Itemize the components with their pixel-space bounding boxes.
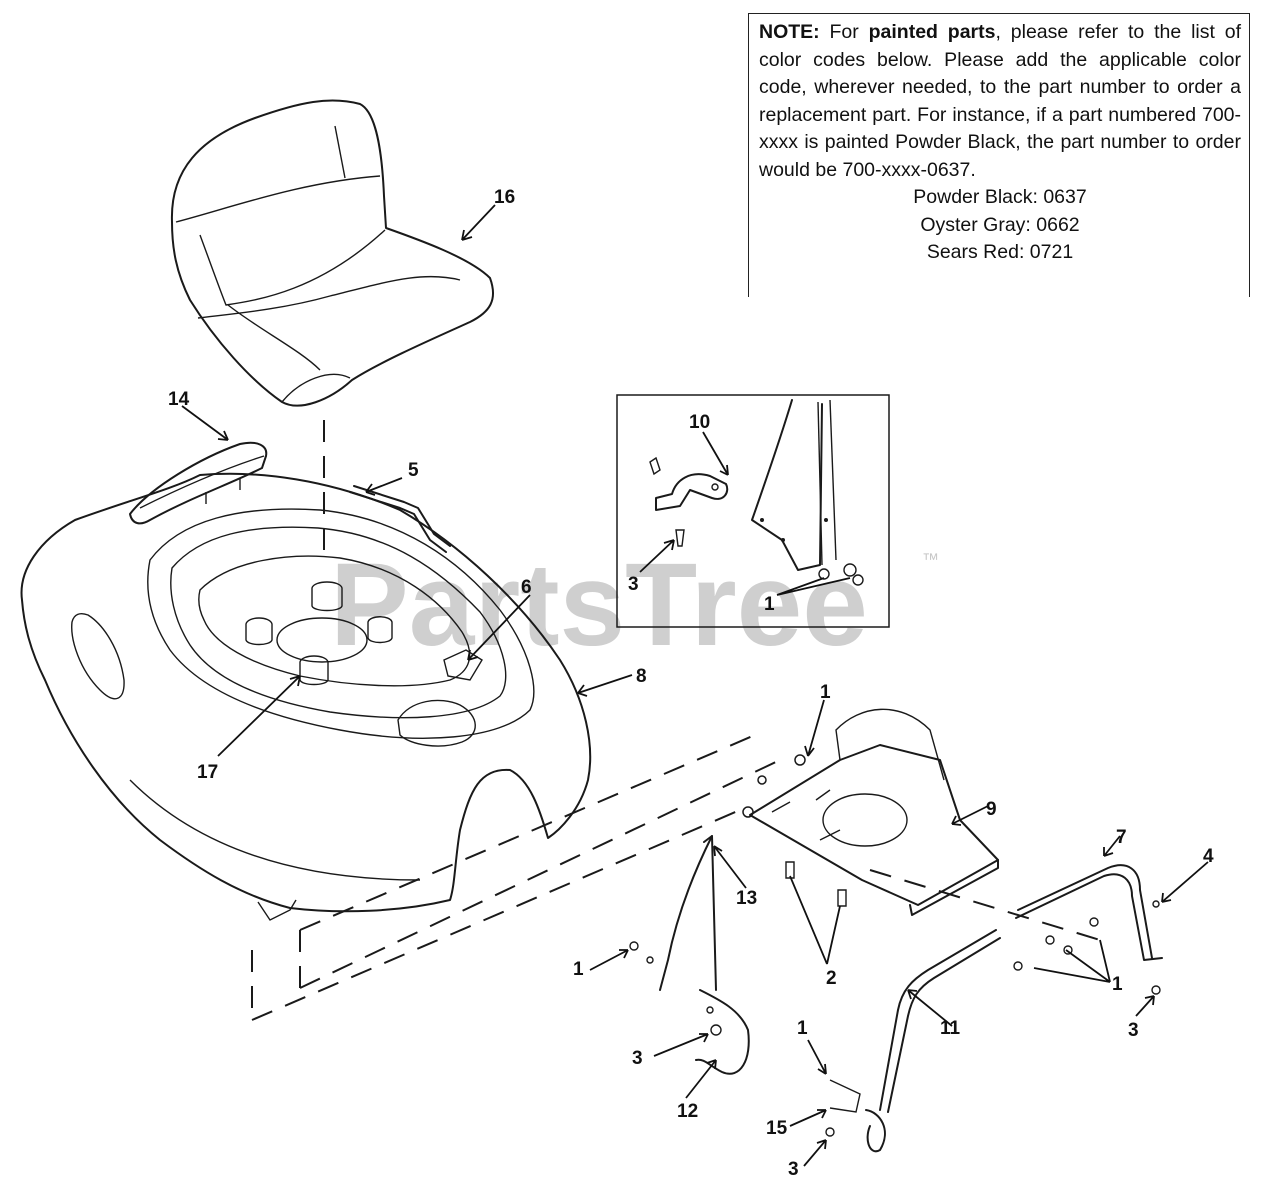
callout-15: 15 bbox=[766, 1118, 788, 1139]
callout-12: 12 bbox=[677, 1101, 698, 1122]
callout-8: 8 bbox=[636, 666, 647, 687]
painted-parts-note: NOTE: For painted parts, please refer to… bbox=[748, 13, 1250, 297]
color-code-sears-red: Sears Red: 0721 bbox=[926, 241, 1074, 263]
note-paragraph: NOTE: For painted parts, please refer to… bbox=[759, 19, 1241, 184]
callout-4: 4 bbox=[1203, 846, 1214, 867]
color-code-oyster-gray: Oyster Gray: 0662 bbox=[920, 213, 1080, 236]
cover-drawing bbox=[129, 441, 268, 525]
rod-drawing bbox=[349, 485, 451, 553]
callout-14: 14 bbox=[168, 389, 190, 410]
callout-3-left: 3 bbox=[632, 1048, 643, 1069]
callout-3-inset: 3 bbox=[628, 574, 639, 595]
callout-1-left: 1 bbox=[573, 959, 584, 980]
callout-1-plate: 1 bbox=[820, 682, 831, 703]
color-code-powder-black: Powder Black: 0637 bbox=[913, 186, 1087, 208]
body-panel-drawing bbox=[20, 472, 592, 921]
watermark-trademark: ™ bbox=[922, 550, 939, 569]
note-label: NOTE: bbox=[759, 21, 820, 43]
callout-11: 11 bbox=[940, 1018, 961, 1039]
callout-2: 2 bbox=[826, 968, 837, 989]
note-emphasis: painted parts bbox=[868, 21, 996, 43]
callout-17: 17 bbox=[197, 762, 218, 783]
callout-5: 5 bbox=[408, 460, 419, 481]
callout-1-handle: 1 bbox=[1112, 974, 1123, 995]
callout-9: 9 bbox=[986, 799, 997, 820]
callout-10: 10 bbox=[689, 412, 710, 433]
callout-3-handle: 3 bbox=[1128, 1020, 1139, 1041]
seat-drawing bbox=[170, 99, 495, 407]
callout-13: 13 bbox=[736, 888, 757, 909]
leader-arrows bbox=[181, 204, 1209, 1167]
inset-frame bbox=[616, 394, 890, 628]
assembly-line bbox=[299, 759, 781, 989]
assembly-line bbox=[299, 734, 756, 931]
watermark-brand: PartsTree bbox=[330, 539, 868, 671]
note-text-2: , please refer to the list of color code… bbox=[759, 21, 1242, 181]
callout-1-lower: 1 bbox=[797, 1018, 808, 1039]
inset-drawing bbox=[649, 399, 864, 586]
callout-16: 16 bbox=[494, 187, 515, 208]
callout-3-lower: 3 bbox=[788, 1159, 799, 1180]
assembly-line bbox=[251, 809, 741, 1021]
seat-plate-drawing bbox=[742, 708, 999, 916]
assembly-line bbox=[869, 869, 1101, 941]
note-text-1: For bbox=[819, 21, 869, 43]
frame-drawing bbox=[629, 835, 750, 1075]
handle-drawing bbox=[825, 864, 1163, 1153]
callout-6: 6 bbox=[521, 577, 532, 598]
callout-7: 7 bbox=[1116, 827, 1127, 848]
callout-1-inset: 1 bbox=[764, 594, 775, 615]
